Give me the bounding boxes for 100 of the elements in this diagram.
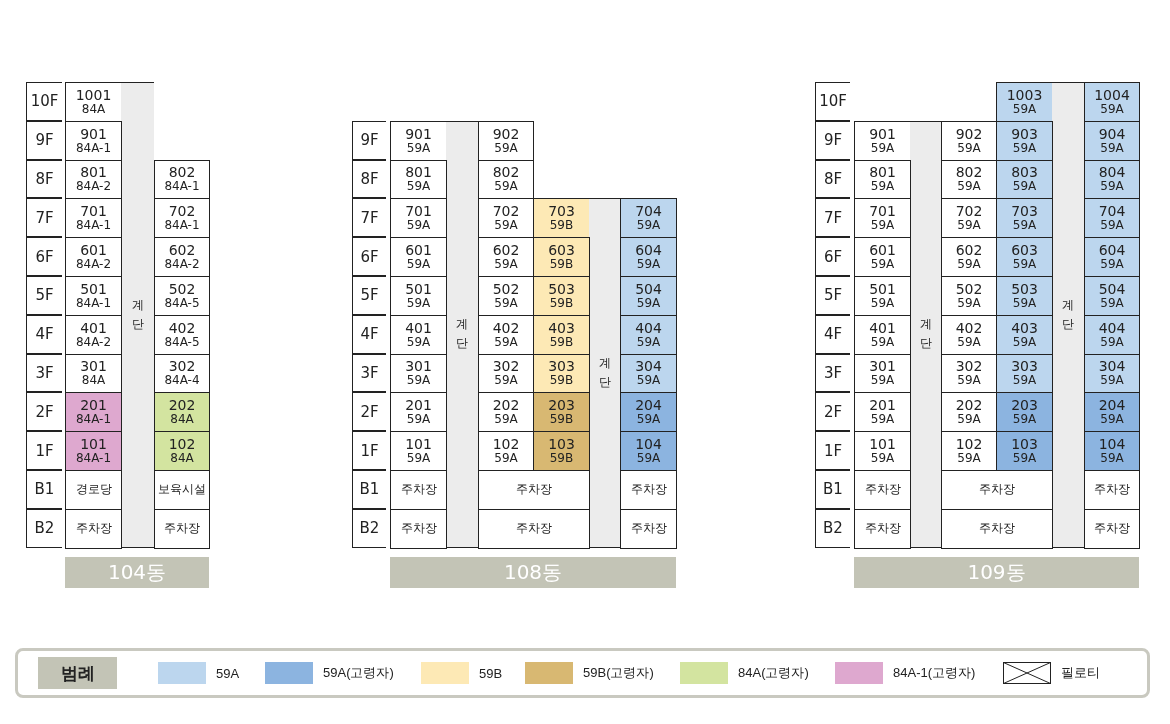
- unit-cell: [854, 431, 911, 471]
- unit-type: 59A: [494, 413, 518, 427]
- unit-cell: [390, 353, 447, 394]
- building-name-bar: [854, 557, 1139, 588]
- unit-cell: [996, 82, 1053, 122]
- unit-number: 501: [80, 281, 107, 297]
- unit-cell: [390, 392, 447, 433]
- unit-number: 502: [492, 281, 520, 297]
- floor-label: 9F: [360, 131, 379, 150]
- unit-type: 59A: [1012, 258, 1037, 272]
- unit-number: 801: [869, 165, 896, 181]
- floor-cell: [815, 237, 850, 276]
- unit-type: 84A-2: [75, 180, 112, 194]
- unit-number: 901: [80, 126, 107, 142]
- stair-label: 계단: [919, 316, 932, 353]
- unit-type: 84A-5: [164, 335, 200, 349]
- floor-cell: [26, 508, 62, 548]
- legend-label: 59B(고령자): [583, 664, 654, 682]
- unit-type: 59A: [957, 296, 981, 310]
- unit-number: 202: [492, 398, 520, 414]
- unit-cell: [854, 314, 911, 355]
- unit-number: 401: [869, 320, 896, 336]
- floor-label: B1: [823, 480, 843, 499]
- building-name: 109동: [967, 559, 1026, 586]
- building-name: 108동: [503, 559, 563, 586]
- floor-cell: [26, 159, 62, 199]
- unit-cell: [390, 470, 447, 510]
- unit-number: 404: [1098, 320, 1126, 336]
- unit-type: 84A: [81, 102, 106, 116]
- unit-cell: [390, 314, 447, 355]
- unit-type: 59A: [494, 296, 518, 310]
- unit-cell: [1084, 508, 1140, 549]
- unit-number: 202: [955, 398, 983, 414]
- unit-cell: [1084, 431, 1140, 471]
- unit-cell: [996, 120, 1053, 161]
- unit-number: 903: [1011, 126, 1038, 142]
- unit-type: 59A: [870, 141, 895, 155]
- floor-cell: [815, 276, 850, 315]
- unit-cell: [1084, 276, 1140, 316]
- stair-label: 계단: [1062, 296, 1074, 333]
- unit-type: 84A-1: [164, 180, 200, 194]
- unit-type: 84A-1: [75, 296, 112, 310]
- unit-number: 502: [955, 281, 983, 297]
- unit-type: 84A-2: [75, 335, 112, 349]
- facility-label: 주차장: [516, 520, 552, 538]
- floor-label: 5F: [823, 286, 843, 305]
- unit-type: 59A: [870, 374, 895, 388]
- unit-cell: [533, 353, 590, 394]
- unit-cell: [65, 314, 122, 355]
- unit-number: 201: [405, 398, 432, 414]
- legend-label: 59A(고령자): [323, 664, 394, 682]
- unit-number: 703: [548, 204, 575, 220]
- unit-type: 59A: [957, 180, 981, 194]
- unit-number: 401: [405, 320, 432, 336]
- unit-cell: [533, 276, 590, 316]
- unit-number: 602: [492, 243, 520, 259]
- unit-type: 59A: [957, 258, 981, 272]
- unit-type: 59A: [1100, 452, 1124, 466]
- unit-cell: [65, 276, 122, 316]
- unit-type: 59B: [549, 219, 574, 233]
- floor-label: 3F: [823, 364, 843, 382]
- unit-cell: [478, 470, 590, 510]
- stair-label: 계단: [131, 296, 144, 333]
- floor-label: 10F: [30, 92, 59, 111]
- unit-number: 902: [492, 126, 520, 142]
- unit-number: 901: [405, 126, 432, 142]
- unit-cell: [154, 392, 210, 433]
- unit-number: 402: [492, 320, 520, 336]
- floor-cell: [352, 198, 386, 238]
- unit-number: 802: [168, 165, 196, 181]
- legend-label: 59B: [479, 665, 503, 681]
- facility-label: 주차장: [516, 481, 552, 499]
- unit-type: 59A: [406, 335, 431, 349]
- floor-cell: [352, 470, 386, 509]
- floor-cell: [26, 314, 62, 354]
- unit-number: 603: [548, 243, 575, 259]
- floor-label: 2F: [823, 402, 843, 421]
- unit-type: 84A-2: [164, 258, 200, 272]
- unit-cell: [533, 392, 590, 433]
- unit-number: 503: [548, 281, 575, 297]
- floor-cell: [352, 237, 386, 276]
- unit-number: 101: [869, 437, 896, 453]
- floor-label: 2F: [35, 402, 54, 421]
- floor-cell: [352, 120, 386, 160]
- facility-label: 주차장: [1094, 520, 1130, 538]
- unit-cell: [390, 276, 447, 316]
- facility-label: 보육시설: [158, 481, 206, 499]
- legend-title: 범례: [60, 661, 95, 685]
- unit-cell: [65, 431, 122, 471]
- unit-number: 203: [1011, 398, 1038, 414]
- floor-label: 8F: [35, 170, 54, 188]
- legend-label: 84A-1(고령자): [893, 664, 976, 682]
- floor-label: 6F: [823, 247, 843, 266]
- facility-label: 주차장: [864, 481, 901, 499]
- unit-cell: [620, 353, 677, 394]
- unit-number: 1003: [1006, 87, 1043, 103]
- unit-cell: [1084, 198, 1140, 239]
- unit-cell: [478, 508, 590, 549]
- floor-cell: [815, 470, 850, 509]
- unit-cell: [620, 276, 677, 316]
